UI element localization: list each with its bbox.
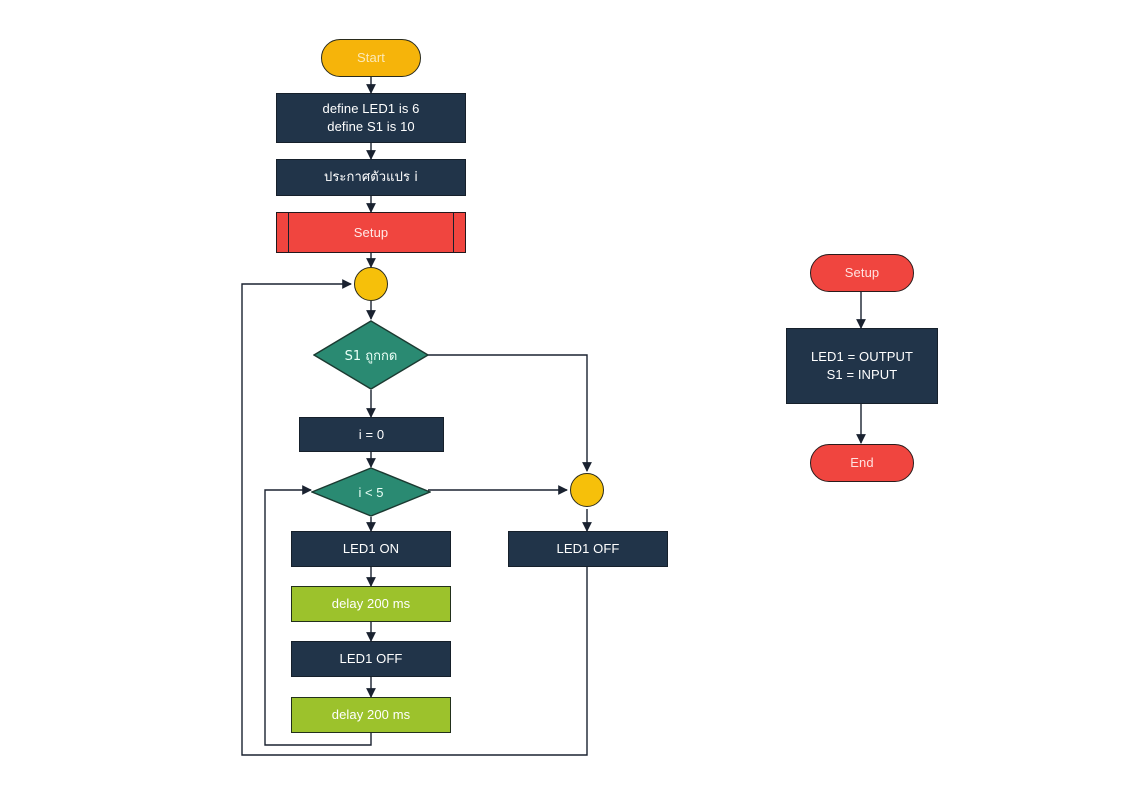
node-decision-loop[interactable]: i < 5 — [311, 467, 431, 517]
node-delay-200ms-on[interactable]: delay 200 ms — [291, 586, 451, 622]
connector-node-loop-entry[interactable] — [354, 267, 388, 301]
decision-diamond-shape — [313, 320, 429, 390]
node-setup-start[interactable]: Setup — [810, 254, 914, 292]
node-delay-200ms-off[interactable]: delay 200 ms — [291, 697, 451, 733]
node-setup-body[interactable]: LED1 = OUTPUT S1 = INPUT — [786, 328, 938, 404]
node-init-i[interactable]: i = 0 — [299, 417, 444, 452]
connector-node-join[interactable] — [570, 473, 604, 507]
node-start[interactable]: Start — [321, 39, 421, 77]
node-setup-end[interactable]: End — [810, 444, 914, 482]
node-setup-call[interactable]: Setup — [276, 212, 466, 253]
node-define-constants[interactable]: define LED1 is 6 define S1 is 10 — [276, 93, 466, 143]
node-decision-button-pressed[interactable]: S1 ถูกกด — [313, 320, 429, 390]
node-declare-variable[interactable]: ประกาศตัวแปร i — [276, 159, 466, 196]
subroutine-right-bar — [453, 213, 454, 252]
subroutine-left-bar — [288, 213, 289, 252]
node-led-on[interactable]: LED1 ON — [291, 531, 451, 567]
setup-call-label: Setup — [353, 224, 389, 240]
edge-decision-button-false-to-connector2 — [428, 354, 592, 472]
node-led-off-branch[interactable]: LED1 OFF — [508, 531, 668, 567]
decision-diamond-shape — [311, 467, 431, 517]
edge-outer-loop-back-to-connector — [241, 279, 588, 756]
edge-inner-loop-back-to-decision-loop — [264, 485, 372, 746]
node-led-off-inner[interactable]: LED1 OFF — [291, 641, 451, 677]
